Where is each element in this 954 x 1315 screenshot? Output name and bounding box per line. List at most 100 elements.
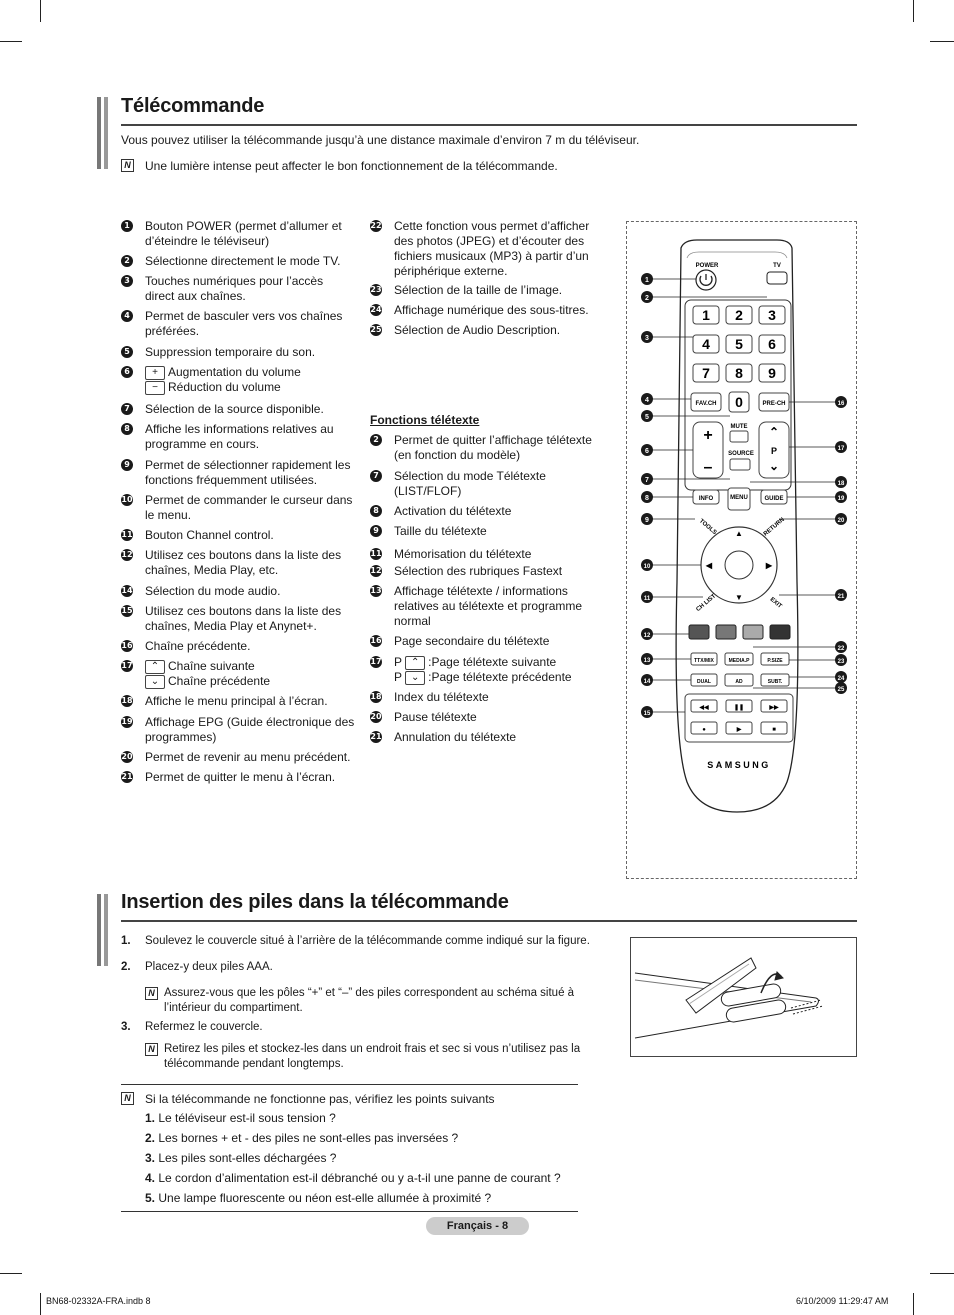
callout-number: 7 <box>645 477 649 484</box>
digit-key: 8 <box>735 365 743 381</box>
callout-number: 2 <box>645 295 649 302</box>
number-badge: 25 <box>370 324 382 336</box>
number-badge: 4 <box>121 310 133 322</box>
fav-ch-label: FAV.CH <box>695 401 716 407</box>
digit-key: 2 <box>735 307 743 323</box>
channel-down-text: Chaîne précédente <box>168 674 271 688</box>
remote-illustration: POWER TV 1 2 3 4 5 6 7 8 9 0 FAV.CH PRE <box>641 239 847 813</box>
section-bar <box>104 97 108 169</box>
digit-key: 7 <box>702 365 710 381</box>
digit-key: 3 <box>768 307 776 323</box>
p-label: P <box>394 670 402 684</box>
step-number: 2. <box>121 961 131 973</box>
info-label: INFO <box>699 496 714 502</box>
callout-number: 24 <box>838 676 845 682</box>
green-key <box>715 624 737 640</box>
menu-label: MENU <box>730 495 748 501</box>
list-item-text: Sélectionne directement le mode TV. <box>145 254 341 268</box>
number-badge: 7 <box>121 403 133 415</box>
check-intro-row: N Si la télécommande ne fonctionne pas, … <box>121 1092 581 1111</box>
callout-number: 25 <box>838 687 845 693</box>
list-item-text: Touches numériques pour l’accès direct a… <box>145 274 324 303</box>
plus-icon: + <box>145 365 165 380</box>
remote-illustration-frame: POWER TV 1 2 3 4 5 6 7 8 9 0 FAV.CH PRE <box>626 221 857 879</box>
check-text: Une lampe fluorescente ou néon est-elle … <box>158 1191 492 1205</box>
step-text: Refermez le couvercle. <box>145 1021 263 1033</box>
crop-mark <box>930 1273 954 1274</box>
digit-key: 5 <box>735 336 743 352</box>
title-rule <box>121 920 857 922</box>
section-bar <box>97 894 101 966</box>
arrow-up-icon: ▲ <box>735 529 743 538</box>
media-p-label: MEDIA.P <box>729 658 751 664</box>
tv-button <box>766 271 788 285</box>
number-badge: 14 <box>121 585 133 597</box>
digit-key: 0 <box>735 394 743 410</box>
p-label: P <box>771 446 777 456</box>
digit-key: 4 <box>702 336 710 352</box>
step-number: 3. <box>121 1021 131 1033</box>
list-item-text: Permet de commander le curseur dans le m… <box>145 493 353 522</box>
crop-mark <box>913 0 914 22</box>
callout-number: 23 <box>838 659 845 665</box>
check-item: 4. Le cordon d’alimentation est-il débra… <box>145 1171 581 1191</box>
step-item: 3. Refermez le couvercle. <box>121 1020 611 1042</box>
check-text: Les bornes + et - des piles ne sont-elle… <box>158 1131 459 1145</box>
list-item-text: Permet de quitter l’affichage télétexte … <box>394 433 592 462</box>
minus-icon: − <box>145 380 165 395</box>
minus-icon: – <box>704 459 713 476</box>
number-badge: 18 <box>370 691 382 703</box>
callout-number: 20 <box>838 518 845 524</box>
number-badge: 19 <box>121 716 133 728</box>
source-button <box>729 458 751 471</box>
callout-number: 5 <box>645 414 649 421</box>
digit-key: 1 <box>702 307 710 323</box>
callout-number: 13 <box>644 658 651 664</box>
list-item-text: Affichage télétexte / informations relat… <box>394 584 583 628</box>
number-badge: 21 <box>121 771 133 783</box>
number-badge: 20 <box>121 751 133 763</box>
section-title: Télécommande <box>121 95 265 117</box>
list-item-text: ⌃Chaîne suivante ⌄Chaîne précédente <box>145 659 359 689</box>
intro-text: Vous pouvez utiliser la télécommande jus… <box>121 133 640 147</box>
enter-button <box>724 550 754 580</box>
blue-key <box>769 624 791 640</box>
number-badge: 11 <box>121 529 133 541</box>
check-intro: Si la télécommande ne fonctionne pas, vé… <box>145 1092 495 1106</box>
number-badge: 22 <box>370 220 382 232</box>
chevron-up-icon: ⌃ <box>405 655 426 670</box>
volume-up-text: Augmentation du volume <box>168 365 301 379</box>
list-item: 6 +Augmentation du volume −Réduction du … <box>121 365 361 402</box>
file-name: BN68-02332A-FRA.indb 8 <box>46 1296 151 1306</box>
dual-label: DUAL <box>697 679 711 685</box>
mute-label: MUTE <box>731 424 748 430</box>
list-item-text: Permet de basculer vers vos chaînes préf… <box>145 309 343 338</box>
yellow-key <box>742 624 764 640</box>
battery-icon <box>720 983 782 1007</box>
arrow-down-icon: ▼ <box>735 593 743 602</box>
callout-number: 1 <box>645 277 649 284</box>
check-text: Le cordon d’alimentation est-il débranch… <box>158 1171 561 1185</box>
callout-number: 12 <box>644 633 651 639</box>
number-badge: 12 <box>121 549 133 561</box>
section-title: Insertion des piles dans la télécommande <box>121 891 509 913</box>
stop-icon: ■ <box>772 727 776 733</box>
number-badge: 17 <box>121 660 133 672</box>
number-badge: 8 <box>370 505 382 517</box>
number-badge: 16 <box>121 640 133 652</box>
digit-key: 9 <box>768 365 776 381</box>
callout-number: 10 <box>644 564 651 570</box>
list-item-text: Affiche le menu principal à l’écran. <box>145 694 328 708</box>
list-item-text: Index du télétexte <box>394 690 489 704</box>
list-item: 18 Index du télétexte <box>370 690 610 710</box>
